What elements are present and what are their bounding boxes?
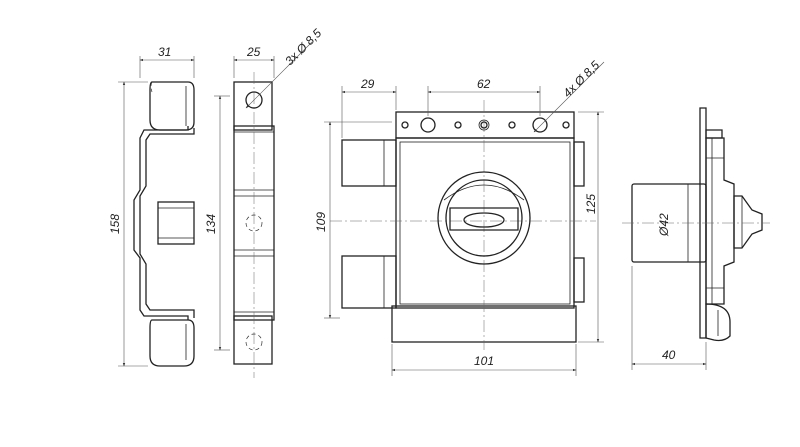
dim-narrow-width-label: 25 xyxy=(246,45,261,59)
dim-narrow-height: 134 xyxy=(204,95,230,351)
dim-main-hole-spacing: 62 xyxy=(427,77,541,116)
main-front-outline xyxy=(330,100,596,350)
narrow-front-view: 25 3x Ø 8,5 134 xyxy=(204,26,324,378)
dim-main-plate-height-label: 125 xyxy=(584,194,598,214)
mount-hole-small-icon xyxy=(454,121,462,129)
mount-hole-small-icon xyxy=(562,121,570,129)
dim-side-width: 31 xyxy=(139,45,195,78)
dim-main-holes: 4x Ø 8,5 xyxy=(533,58,605,133)
dim-cylinder-diameter: Ø42 xyxy=(657,213,671,237)
narrow-top-hole-icon xyxy=(245,91,263,109)
mount-hole-large-icon xyxy=(420,117,436,133)
dim-main-plate-height: 125 xyxy=(578,111,604,343)
mount-hole-small-icon xyxy=(401,121,409,129)
side-profile-view: 31 158 xyxy=(108,45,195,367)
narrow-front-outline xyxy=(233,72,275,378)
mount-hole-large-icon xyxy=(532,117,548,133)
dim-side-height-label: 158 xyxy=(108,214,122,234)
narrow-bottom-hole-icon xyxy=(245,333,263,351)
main-cylinder-knob-icon xyxy=(437,171,531,265)
mount-hole-small-icon xyxy=(508,121,516,129)
dim-main-left-offset-label: 29 xyxy=(360,77,375,91)
dim-cylinder-depth-label: 40 xyxy=(662,348,676,362)
dim-narrow-width: 25 xyxy=(233,45,275,78)
dim-cylinder-depth: 40 xyxy=(631,266,707,370)
dim-side-height: 158 xyxy=(108,81,148,367)
right-side-view: Ø42 40 xyxy=(622,107,770,370)
dim-main-hole-spacing-label: 62 xyxy=(477,77,491,91)
dim-main-holes-label: 4x Ø 8,5 xyxy=(560,58,602,100)
dim-main-left-offset: 29 xyxy=(341,77,397,138)
dim-main-body-height-label: 109 xyxy=(314,212,328,232)
main-mounting-holes xyxy=(401,117,570,133)
dim-narrow-holes: 3x Ø 8,5 xyxy=(245,26,324,109)
dim-narrow-holes-label: 3x Ø 8,5 xyxy=(282,26,324,68)
dim-main-body-height: 109 xyxy=(314,121,392,319)
dim-main-width-label: 101 xyxy=(474,354,494,368)
mount-hole-small-icon xyxy=(480,121,488,129)
narrow-middle-hole-icon xyxy=(245,214,263,232)
dim-main-width: 101 xyxy=(391,344,577,376)
main-front-view: 29 62 4x Ø 8,5 109 125 101 xyxy=(314,58,605,376)
dim-cylinder-diameter-label: Ø42 xyxy=(657,213,671,237)
right-side-outline xyxy=(622,107,770,342)
side-profile-outline xyxy=(133,81,195,367)
dim-narrow-height-label: 134 xyxy=(204,214,218,234)
dim-side-width-label: 31 xyxy=(158,45,171,59)
mount-hole-center-ring-icon xyxy=(478,119,490,131)
